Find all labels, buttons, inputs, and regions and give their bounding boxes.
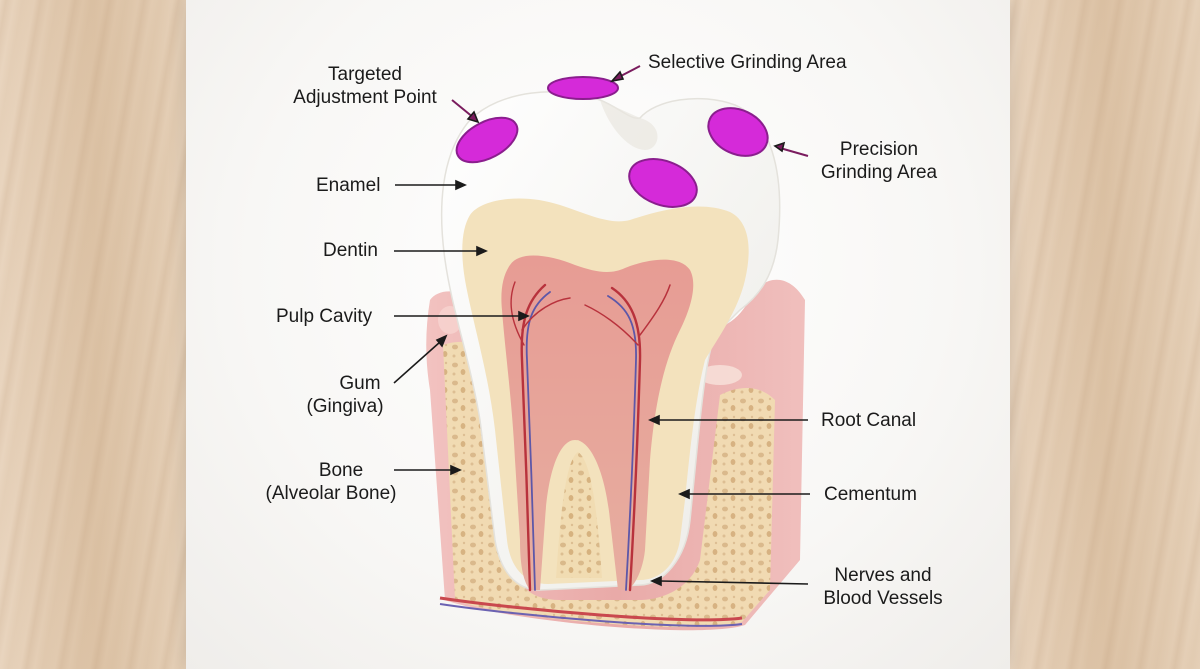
root-canal-label: Root Canal (821, 410, 917, 431)
nerves-blood-vessels-label: Nerves and Blood Vessels (813, 564, 953, 610)
gum-label-line1: Gum (339, 373, 381, 394)
wood-background-right (1010, 0, 1200, 669)
targeted-adjustment-marker (455, 116, 519, 164)
pulp-cavity-label: Pulp Cavity (276, 306, 373, 327)
leader-lines (393, 65, 810, 587)
enamel-label: Enamel (316, 175, 381, 196)
targeted-label-line1: Targeted (328, 64, 402, 85)
nerves-label-line2: Blood Vessels (823, 588, 943, 609)
precision-grinding-marker-center (628, 158, 698, 208)
wood-background-left (0, 0, 190, 669)
grinding-markers (455, 76, 769, 208)
bone-label-line2: (Alveolar Bone) (265, 483, 397, 504)
gum-label-line2: (Gingiva) (306, 396, 384, 417)
nerves-and-blood-vessels (510, 281, 671, 592)
bone-label-line1: Bone (318, 460, 364, 481)
nerves-label-line1: Nerves and (834, 565, 932, 586)
dentin-label: Dentin (323, 240, 378, 261)
targeted-adjustment-point-label: Targeted Adjustment Point (283, 63, 447, 109)
precision-label-line2: Grinding Area (820, 162, 938, 183)
pulp-cavity-shape (501, 255, 694, 590)
targeted-label-line2: Adjustment Point (293, 87, 437, 108)
cementum-label: Cementum (824, 484, 917, 505)
bone-alveolar-label: Bone (Alveolar Bone) (256, 459, 406, 505)
precision-grinding-area-label: Precision Grinding Area (812, 138, 946, 184)
precision-label-line1: Precision (839, 139, 919, 160)
precision-grinding-marker-right (707, 107, 769, 157)
gum-gingiva-label: Gum (Gingiva) (300, 372, 390, 418)
selective-grinding-marker (547, 76, 619, 100)
selective-grinding-area-label: Selective Grinding Area (648, 52, 847, 73)
